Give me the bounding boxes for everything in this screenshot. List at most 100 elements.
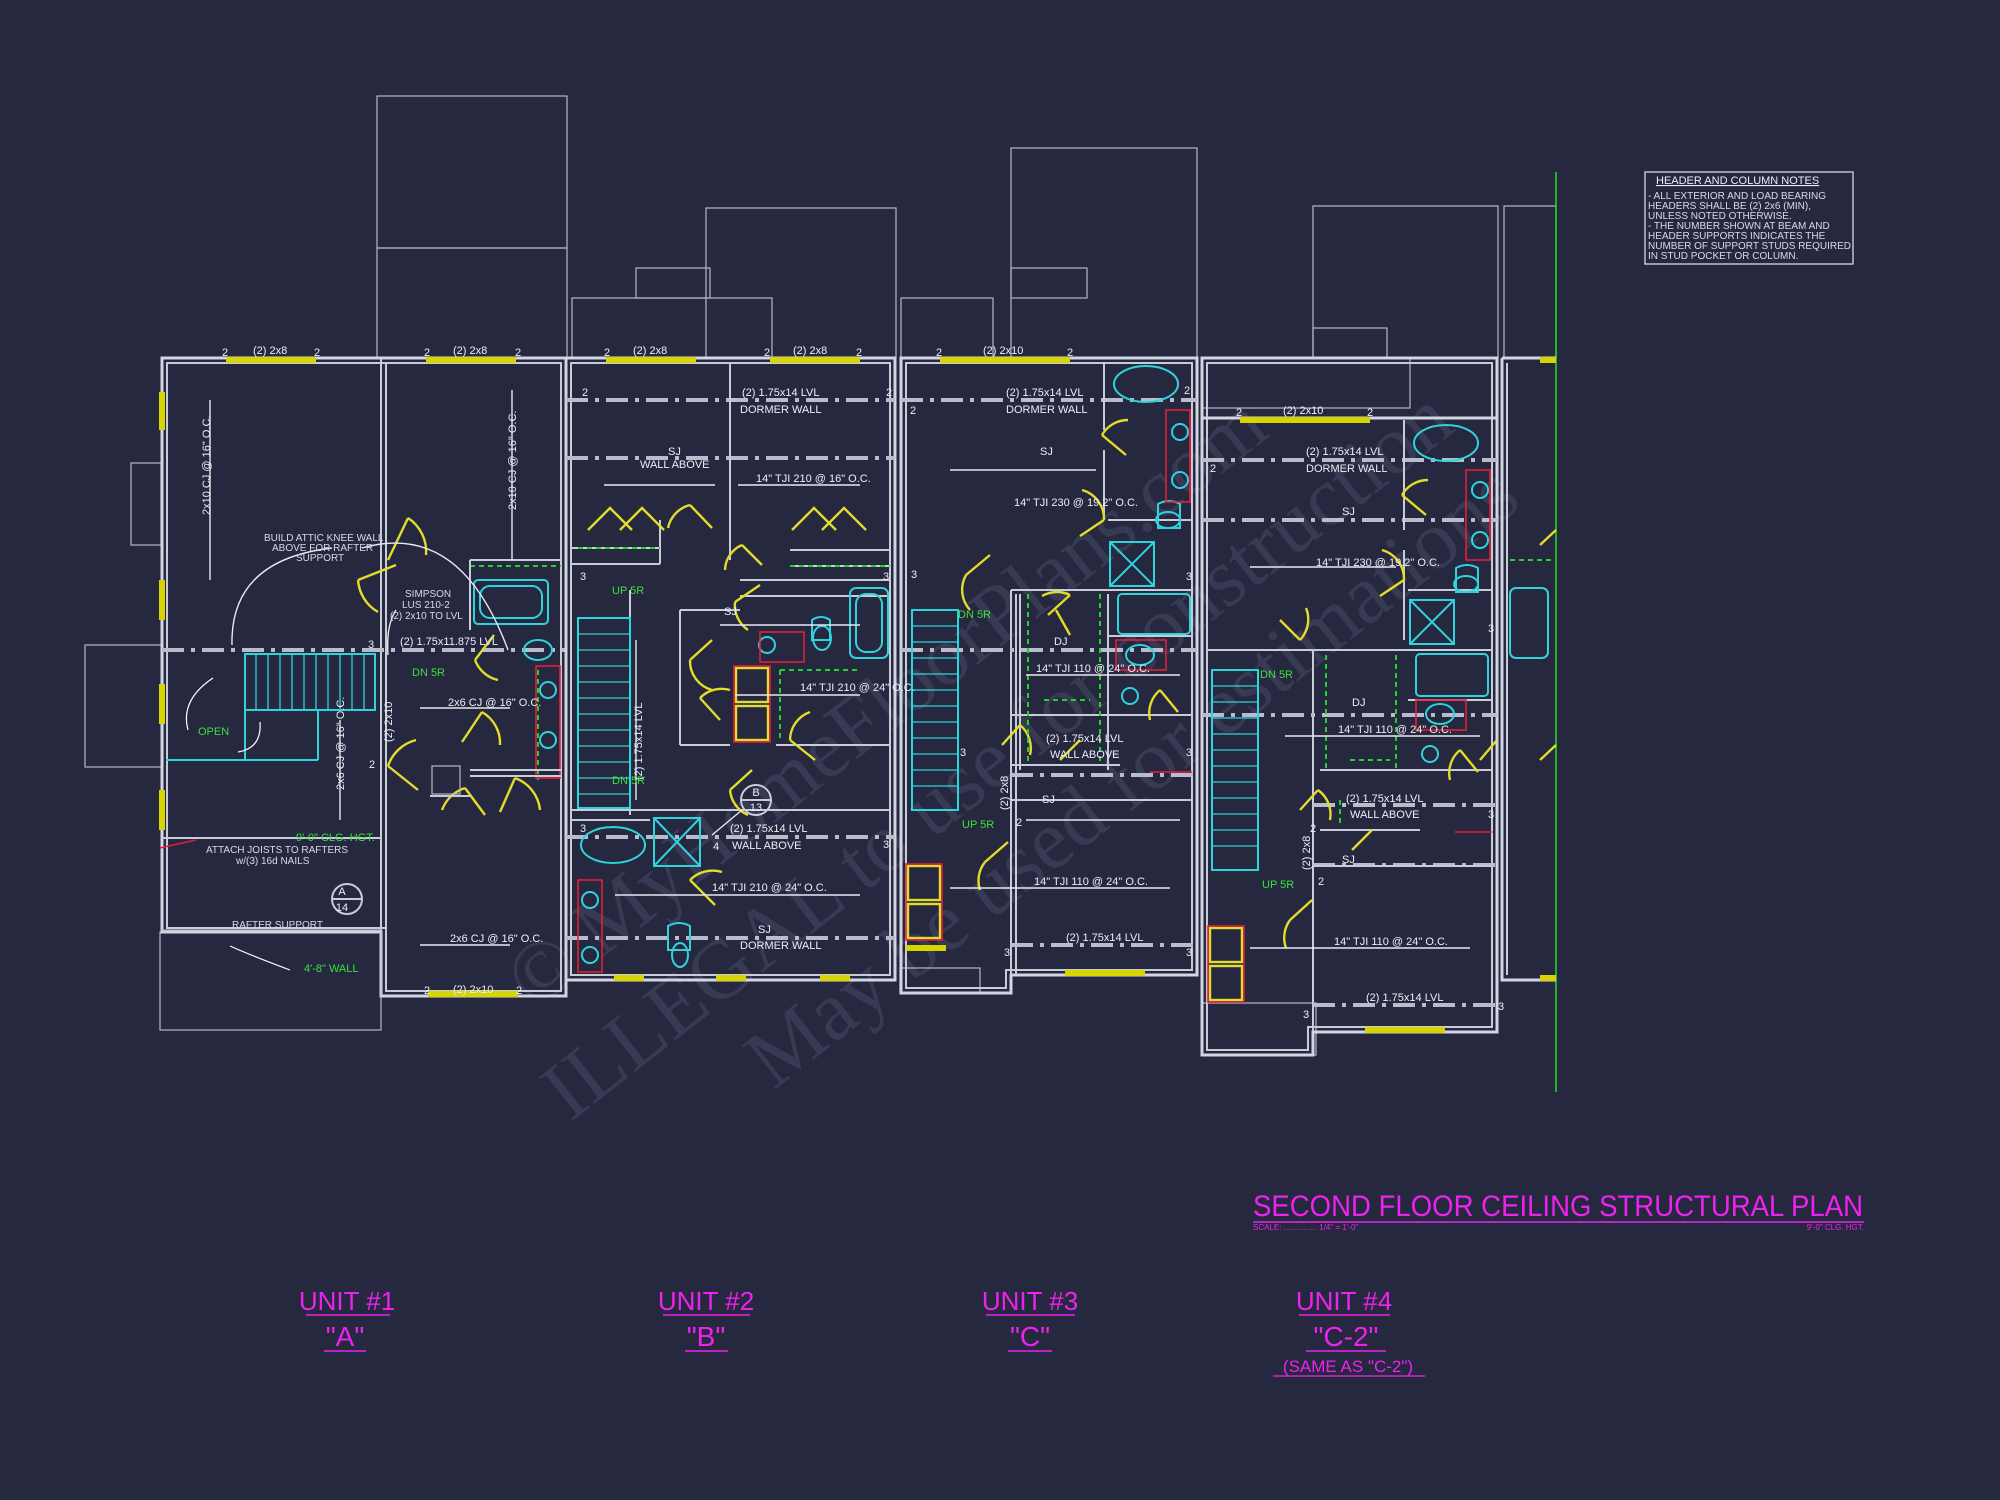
- stud-count: 3: [1186, 747, 1192, 759]
- label-dormer-u2-top: DORMER WALL: [740, 404, 822, 416]
- unit-4-stair: [1211, 669, 1259, 871]
- label-sj-u4b: SJ: [1342, 854, 1355, 866]
- stud-count: 2: [516, 985, 522, 997]
- label-wall-above-u4: WALL ABOVE: [1350, 809, 1420, 821]
- notes-line-1: - ALL EXTERIOR AND LOAD BEARING: [1648, 191, 1826, 202]
- unit-2-plan: [564, 356, 897, 982]
- label-sj-u2c: SJ: [758, 924, 771, 936]
- label-dn-5r-u3: DN 5R: [958, 609, 991, 621]
- label-lvl-11875: (2) 1.75x11.875 LVL: [400, 636, 498, 648]
- title-block: SECOND FLOOR CEILING STRUCTURAL PLAN SCA…: [1253, 1190, 1864, 1232]
- stud-count: 2: [1367, 407, 1373, 419]
- unit-3-type: "C": [1010, 1321, 1050, 1352]
- label-tji230-u4: 14" TJI 230 @ 19.2" O.C.: [1316, 557, 1440, 569]
- notes-line-2: HEADERS SHALL BE (2) 2x6 (MIN),: [1648, 201, 1811, 212]
- stud-count: 3: [1004, 947, 1010, 959]
- unit-1-plan: [159, 356, 568, 998]
- label-lvl-u4-bottom: (2) 1.75x14 LVL: [1366, 992, 1443, 1004]
- unit-2-stair: [577, 617, 631, 809]
- section-b-letter: B: [752, 787, 759, 799]
- label-simpson-3: (2) 2x10 TO LVL: [390, 611, 463, 622]
- stud-count: 3: [1186, 947, 1192, 959]
- label-cj-2x10-u1b: 2x10 CJ @ 16" O.C.: [507, 411, 519, 510]
- label-tji210-24-b: 14" TJI 210 @ 24" O.C.: [712, 882, 827, 894]
- label-lvl-u2-top: (2) 1.75x14 LVL: [742, 387, 819, 399]
- unit-3-plan: [899, 356, 1199, 995]
- label-lvl-u2-mid: (2) 1.75x14 LVL: [730, 823, 807, 835]
- stud-count: 2: [764, 347, 770, 359]
- label-header-u2a: (2) 2x8: [633, 345, 667, 357]
- label-attic-knee-2: ABOVE FOR RAFTER: [272, 543, 373, 554]
- unit-4-type: "C-2": [1314, 1321, 1379, 1352]
- stud-count: 3: [1488, 623, 1494, 635]
- stud-count: 2: [1210, 463, 1216, 475]
- label-simpson-1: SIMPSON: [405, 589, 451, 600]
- stud-count: 2: [910, 405, 916, 417]
- stud-count: 2: [314, 347, 320, 359]
- stud-count: 2: [936, 347, 942, 359]
- section-b-number: 13: [750, 802, 762, 814]
- unit-1-type: "A": [326, 1321, 365, 1352]
- unit-4-note: (SAME AS "C-2"): [1283, 1357, 1413, 1376]
- section-a-number: 14: [336, 902, 348, 914]
- section-a-letter: A: [338, 886, 346, 898]
- unit-2-type: "B": [687, 1321, 726, 1352]
- stud-count: 3: [883, 571, 889, 583]
- label-tji110-u4b: 14" TJI 110 @ 24" O.C.: [1334, 936, 1448, 948]
- label-wall-above-u2: WALL ABOVE: [640, 459, 710, 471]
- unit-3-name: UNIT #3: [982, 1286, 1078, 1316]
- label-dj-u3: DJ: [1054, 636, 1067, 648]
- stud-count: 2: [369, 759, 375, 771]
- label-dormer-u4: DORMER WALL: [1306, 463, 1388, 475]
- stud-count: 2: [856, 347, 862, 359]
- label-knee-wall: 4'-8" WALL: [304, 963, 359, 975]
- unit-3-stair: [911, 609, 959, 811]
- label-simpson-2: LUS 210-2: [402, 600, 450, 611]
- label-cj-2x6-a: 2x6 CJ @ 16" O.C.: [448, 697, 541, 709]
- label-dormer-u2-bottom: DORMER WALL: [740, 940, 822, 952]
- stud-count: 3: [368, 639, 374, 651]
- label-2x8-u3: (2) 2x8: [999, 776, 1011, 810]
- label-dn-5r-u1: DN 5R: [412, 667, 445, 679]
- notes-line-6: NUMBER OF SUPPORT STUDS REQUIRED: [1648, 241, 1851, 252]
- label-dn-5r-u4: DN 5R: [1260, 669, 1293, 681]
- label-header-u2b: (2) 2x8: [793, 345, 827, 357]
- label-sj-u2: SJ: [668, 446, 681, 458]
- label-lvl-u3-top: (2) 1.75x14 LVL: [1006, 387, 1083, 399]
- label-wall-above-u2b: WALL ABOVE: [732, 840, 802, 852]
- stud-count: 2: [1016, 817, 1022, 829]
- watermark: © MyHomeFloorPlans.com ILLEGAL to use fo…: [489, 371, 1536, 1137]
- label-dn-5r-u2: DN 5R: [612, 775, 645, 787]
- label-rafter-support: RAFTER SUPPORT: [232, 920, 323, 931]
- label-tji110-u4a: 14" TJI 110 @ 24" O.C.: [1338, 724, 1452, 736]
- stud-count: 3: [883, 839, 889, 851]
- stud-count: 3: [1488, 809, 1494, 821]
- notes-line-7: IN STUD POCKET OR COLUMN.: [1648, 251, 1798, 262]
- notes-title: HEADER AND COLUMN NOTES: [1656, 175, 1819, 187]
- label-2x8-u4: (2) 2x8: [1301, 836, 1313, 870]
- unit-5-partial: [1500, 356, 1557, 982]
- label-dj-u4: DJ: [1352, 697, 1365, 709]
- label-up-5r-u2: UP 5R: [612, 585, 644, 597]
- label-wall-above-u3: WALL ABOVE: [1050, 749, 1120, 761]
- label-tji210-24-a: 14" TJI 210 @ 24" O.C.: [800, 682, 915, 694]
- stud-count: 2: [515, 347, 521, 359]
- unit-1-stair: [166, 653, 376, 761]
- stud-count: 2: [604, 347, 610, 359]
- label-clg-hgt: 9'-0" CLG. HGT.: [296, 832, 375, 844]
- plan-annotations: (2) 2x8 (2) 2x8 (2) 2x8 (2) 2x8 (2) 2x10…: [198, 345, 1504, 1021]
- label-2x10-u1: (2) 2x10: [383, 702, 395, 742]
- stud-count: 2: [222, 347, 228, 359]
- label-tji210-16: 14" TJI 210 @ 16" O.C.: [756, 473, 871, 485]
- label-header-u3: (2) 2x10: [983, 345, 1023, 357]
- watermark-line-2: ILLEGAL to use for construction: [525, 371, 1469, 1137]
- stud-count: 2: [424, 347, 430, 359]
- label-up-5r-u4: UP 5R: [1262, 879, 1294, 891]
- label-lvl-u4-top: (2) 1.75x14 LVL: [1306, 446, 1383, 458]
- label-sj-u3b: SJ: [1042, 794, 1055, 806]
- unit-titles: UNIT #1 "A" UNIT #2 "B" UNIT #3 "C" UNIT…: [299, 1286, 1425, 1377]
- unit-1-name: UNIT #1: [299, 1286, 395, 1316]
- stud-count: 2: [886, 387, 892, 399]
- stud-count: 3: [960, 747, 966, 759]
